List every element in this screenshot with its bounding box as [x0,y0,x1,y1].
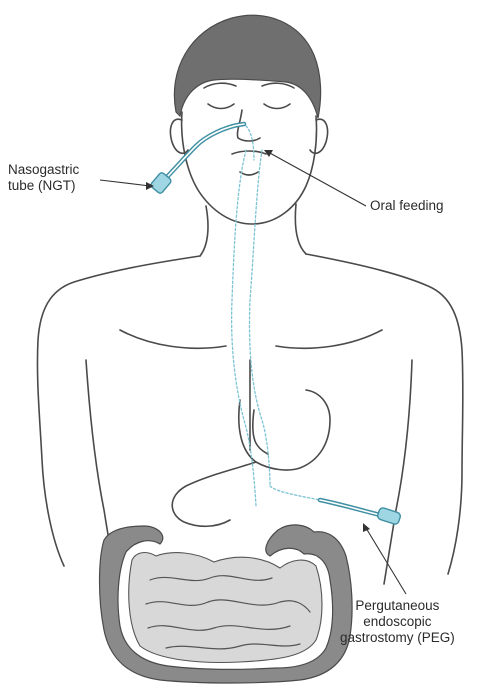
peg-label: Pergutaneous endoscopic gastrostomy (PEG… [340,598,455,646]
oral-leader-line [268,152,366,206]
left-eye [208,104,234,109]
hair [174,15,320,118]
chest-left [120,330,226,348]
stomach [172,390,330,526]
peg-leader-arrow [363,523,370,532]
peg-tube-inner [320,500,384,516]
peg-label-line2: endoscopic [340,614,455,630]
oral-feeding-path [250,150,271,486]
left-ear [170,119,188,153]
ngt-label-line1: Nasogastric [8,162,79,178]
peg-label-line1: Pergutaneous [340,598,455,614]
peg-internal-path [270,486,320,500]
torso-illustration [37,204,462,584]
ngt-tube-outer [164,124,244,180]
right-side [384,360,412,584]
chest-right [276,330,382,348]
right-brow [262,83,294,88]
peg-leader-line [366,528,406,594]
oral-feeding-path [232,150,256,506]
oral-feeding-text: Oral feeding [370,198,444,214]
peg-connector [377,507,402,525]
peg-label-line3: gastrostomy (PEG) [340,630,455,646]
head-illustration [170,15,327,224]
left-shoulder-arm [37,256,200,566]
mouth [232,151,266,154]
chin [240,172,258,175]
right-ear [310,119,328,153]
ngt-tube-inner [164,124,244,180]
ngt-internal-path [246,126,254,160]
right-eye [264,104,290,109]
ngt-label: Nasogastric tube (NGT) [8,162,79,194]
intestines [100,525,353,683]
left-brow [204,83,236,88]
ngt-leader-line [100,180,150,186]
oral-feeding-label: Oral feeding [370,198,444,214]
ngt-label-line2: tube (NGT) [8,178,79,194]
peg-tube [270,486,401,525]
small-intestine [129,553,322,663]
